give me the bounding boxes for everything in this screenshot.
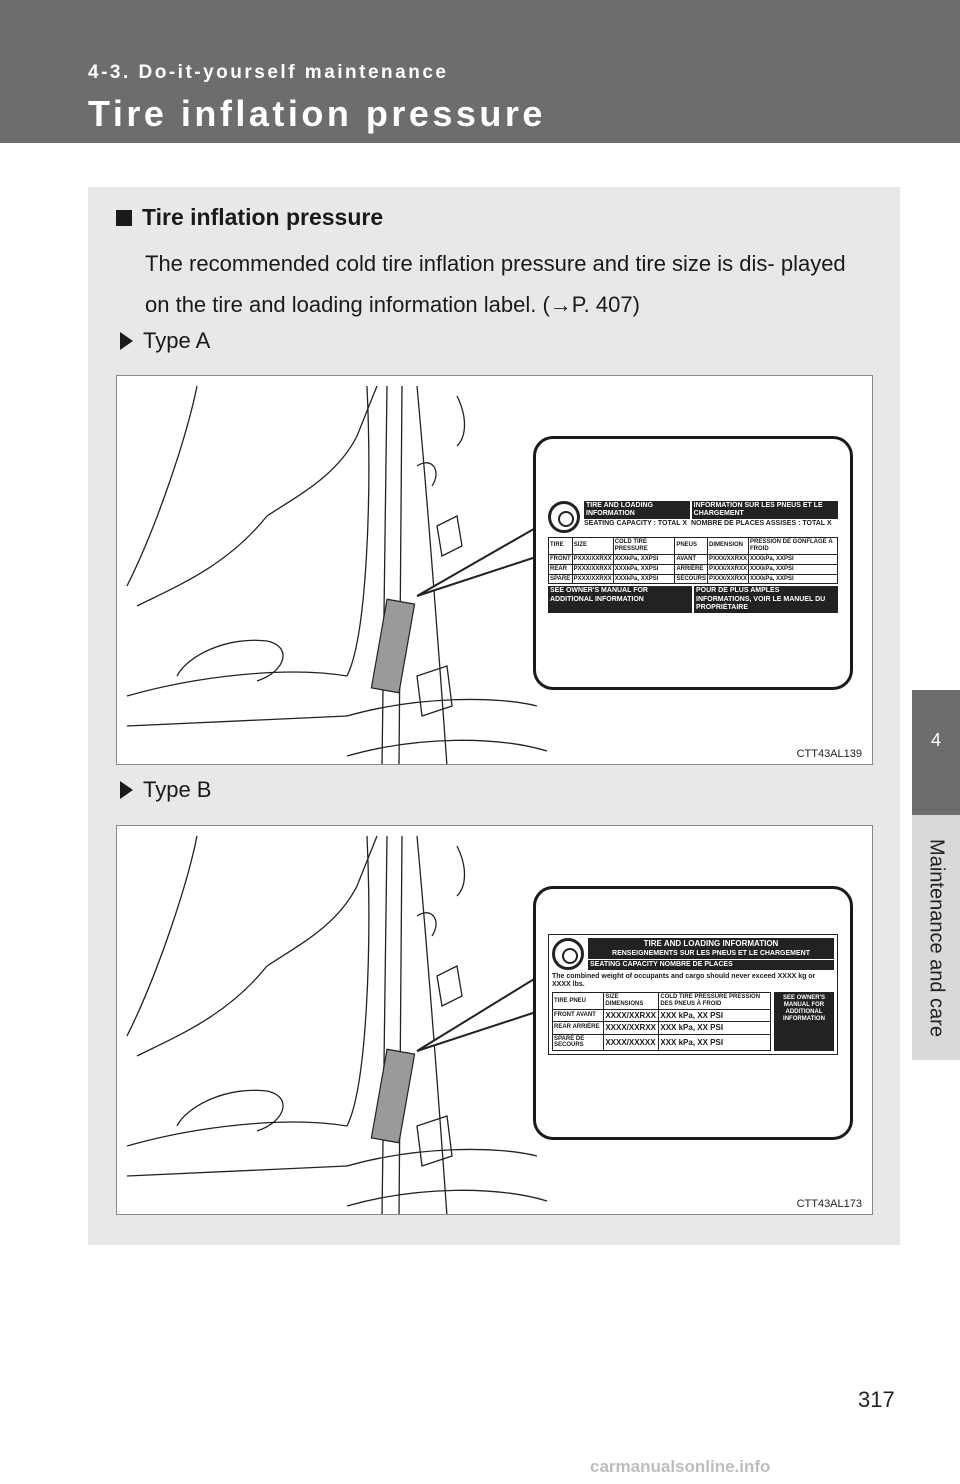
table-cell: PXXX/XXRXX [571,553,614,565]
table-cell: DIMENSION [706,537,750,555]
type-b-label: Type B [120,777,211,803]
label-a-footer-en: SEE OWNER'S MANUAL FOR ADDITIONAL INFORM… [548,586,692,613]
tire-label-callout-a: TIRE AND LOADING INFORMATION INFORMATION… [533,436,853,690]
table-cell: ARRIÈRE [674,563,708,575]
label-a-en-title: TIRE AND LOADING INFORMATION [584,501,690,520]
chapter-tab-number: 4 [912,690,960,815]
car-interior-illustration [126,835,548,1214]
table-cell: PXXX/XXRXX [571,573,614,585]
table-cell: REAR [548,563,573,575]
table-cell: SECOURS [674,573,708,585]
table-cell: PXXX/XXRXX [706,563,750,575]
table-cell: AVANT [674,553,708,565]
label-a-footer-fr: POUR DE PLUS AMPLES INFORMATIONS, VOIR L… [694,586,838,613]
table-cell: TIRE [548,537,573,555]
figure-code-b: CTT43AL173 [796,1198,862,1210]
car-interior-illustration [126,385,548,764]
page-title: Tire inflation pressure [88,93,546,134]
table-cell: PXXX/XXRXX [571,563,614,575]
table-cell: SIZE [571,537,614,555]
table-cell: PRESSION DE GONFLAGE À FROID [748,537,838,555]
table-cell: REAR ARRIÈRE [551,1021,605,1035]
table-cell: COLD TIRE PRESSURE [612,537,676,555]
content-heading: Tire inflation pressure [116,204,383,231]
square-bullet-icon [116,210,132,226]
page-number: 317 [858,1387,895,1412]
table-cell: XXXX/XXRXX [603,1009,660,1023]
tire-label-b: TIRE AND LOADING INFORMATION RENSEIGNEME… [548,934,838,1056]
tire-label-callout-b: TIRE AND LOADING INFORMATION RENSEIGNEME… [533,886,853,1140]
label-a-fr-title: INFORMATION SUR LES PNEUS ET LE CHARGEME… [691,501,838,520]
table-row: REAR ARRIÈRE XXXX/XXRXX XXX kPa, XX PSI [551,1021,771,1035]
label-b-table: TIRE PNEU SIZE DIMENSIONS COLD TIRE PRES… [551,992,771,1052]
table-cell: XXXkPa, XXPSI [748,563,838,575]
table-cell: FRONT [548,553,573,565]
table-cell: SIZE DIMENSIONS [603,992,660,1011]
table-cell: XXXX/XXXXX [603,1033,660,1052]
table-row: FRONT PXXX/XXRXX XXXkPa, XXPSI AVANT PXX… [548,553,838,565]
watermark: carmanualsonline.info [590,1457,771,1476]
figure-type-b: TIRE AND LOADING INFORMATION RENSEIGNEME… [116,825,873,1215]
table-cell: XXX kPa, XX PSI [658,1009,771,1023]
table-cell: XXXX/XXRXX [603,1021,660,1035]
table-cell: XXX kPa, XX PSI [658,1033,771,1052]
table-row: FRONT AVANT XXXX/XXRXX XXX kPa, XX PSI [551,1009,771,1023]
label-b-side-note: SEE OWNER'S MANUAL FOR ADDITIONAL INFORM… [774,992,834,1052]
figure-type-a: TIRE AND LOADING INFORMATION INFORMATION… [116,375,873,765]
label-b-title: TIRE AND LOADING INFORMATION [588,938,834,950]
body-text: The recommended cold tire inflation pres… [145,251,846,317]
label-b-seating: SEATING CAPACITY NOMBRE DE PLACES [588,960,834,971]
table-cell: PXXX/XXRXX [706,573,750,585]
type-a-label: Type A [120,328,210,354]
table-cell: FRONT AVANT [551,1009,605,1023]
table-row: TIRE SIZE COLD TIRE PRESSURE PNEUS DIMEN… [548,537,838,555]
label-a-seating-fr: NOMBRE DE PLACES ASSISES : TOTAL X [691,520,832,528]
type-b-text: Type B [143,777,212,802]
label-a-seating: SEATING CAPACITY : TOTAL X [584,520,688,528]
label-b-subtitle: RENSEIGNEMENTS SUR LES PNEUS ET LE CHARG… [588,949,834,960]
tire-icon [548,501,580,533]
table-row: SPARE PXXX/XXRXX XXXkPa, XXPSI SECOURS P… [548,573,838,585]
chapter-tab-label: Maintenance and care [925,838,948,1037]
table-cell: PXXX/XXRXX [706,553,750,565]
tire-label-a: TIRE AND LOADING INFORMATION INFORMATION… [548,501,838,613]
content-heading-text: Tire inflation pressure [142,204,384,230]
table-cell: COLD TIRE PRESSURE PRESSION DES PNEUS À … [658,992,771,1011]
table-cell: XXXkPa, XXPSI [612,563,676,575]
table-cell: SPARE DE SECOURS [551,1033,605,1052]
table-cell: XXX kPa, XX PSI [658,1021,771,1035]
chapter-tab: Maintenance and care [912,815,960,1060]
body-paragraph: The recommended cold tire inflation pres… [145,243,875,325]
type-a-text: Type A [143,328,211,353]
table-cell: XXXkPa, XXPSI [748,553,838,565]
label-a-table: TIRE SIZE COLD TIRE PRESSURE PNEUS DIMEN… [548,537,838,585]
table-row: TIRE PNEU SIZE DIMENSIONS COLD TIRE PRES… [551,992,771,1011]
figure-code-a: CTT43AL139 [796,748,862,760]
arrow-bullet-icon [120,332,133,350]
table-row: SPARE DE SECOURS XXXX/XXXXX XXX kPa, XX … [551,1033,771,1052]
table-cell: XXXkPa, XXPSI [612,573,676,585]
label-b-weight: The combined weight of occupants and car… [552,973,816,989]
tire-icon [552,938,584,970]
table-cell: PNEUS [674,537,708,555]
table-cell: XXXkPa, XXPSI [612,553,676,565]
page-header [0,0,960,143]
arrow-bullet-icon [120,781,133,799]
table-row: REAR PXXX/XXRXX XXXkPa, XXPSI ARRIÈRE PX… [548,563,838,575]
section-title: 4-3. Do-it-yourself maintenance [88,62,449,83]
table-cell: XXXkPa, XXPSI [748,573,838,585]
table-cell: SPARE [548,573,573,585]
table-cell: TIRE PNEU [551,992,605,1011]
